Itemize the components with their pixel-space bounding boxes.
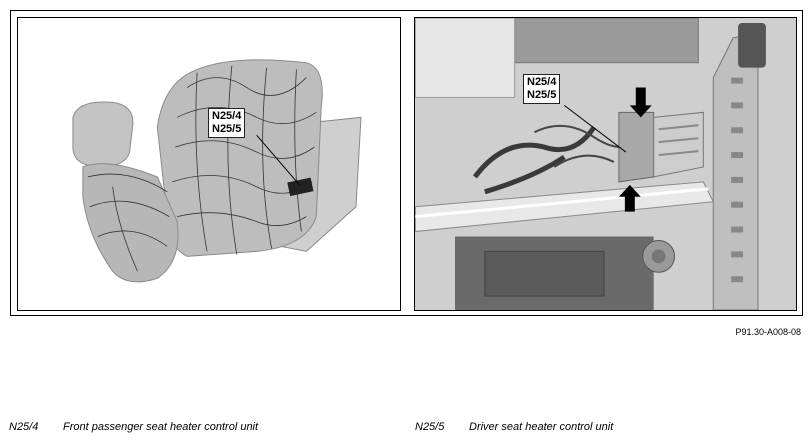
legend-description: Driver seat heater control unit [469, 421, 614, 433]
seat-drawing [72, 59, 362, 283]
legend-code: N25/4 [9, 421, 39, 433]
legend-description: Front passenger seat heater control unit [63, 421, 259, 433]
legend-code: N25/5 [415, 421, 445, 433]
legend-item-n25-4: N25/4 Front passenger seat heater control… [9, 421, 258, 433]
left-callout-label: N25/4 N25/5 [208, 108, 246, 138]
right-callout-line-2: N25/5 [527, 89, 557, 101]
left-callout-line-2: N25/5 [212, 123, 242, 135]
detail-drawing [415, 18, 796, 310]
right-callout-line-1: N25/4 [527, 76, 557, 88]
legend-item-n25-5: N25/5 Driver seat heater control unit [415, 421, 613, 433]
control-unit-detail-illustration: N25/4 N25/5 [414, 17, 797, 311]
figure-reference-code: P91.30-A008-08 [735, 327, 801, 337]
figure-frame: N25/4 N25/5 [10, 10, 803, 316]
right-callout-label: N25/4 N25/5 [523, 74, 561, 104]
seat-overview-illustration: N25/4 N25/5 [17, 17, 401, 311]
left-callout-line-1: N25/4 [212, 110, 242, 122]
